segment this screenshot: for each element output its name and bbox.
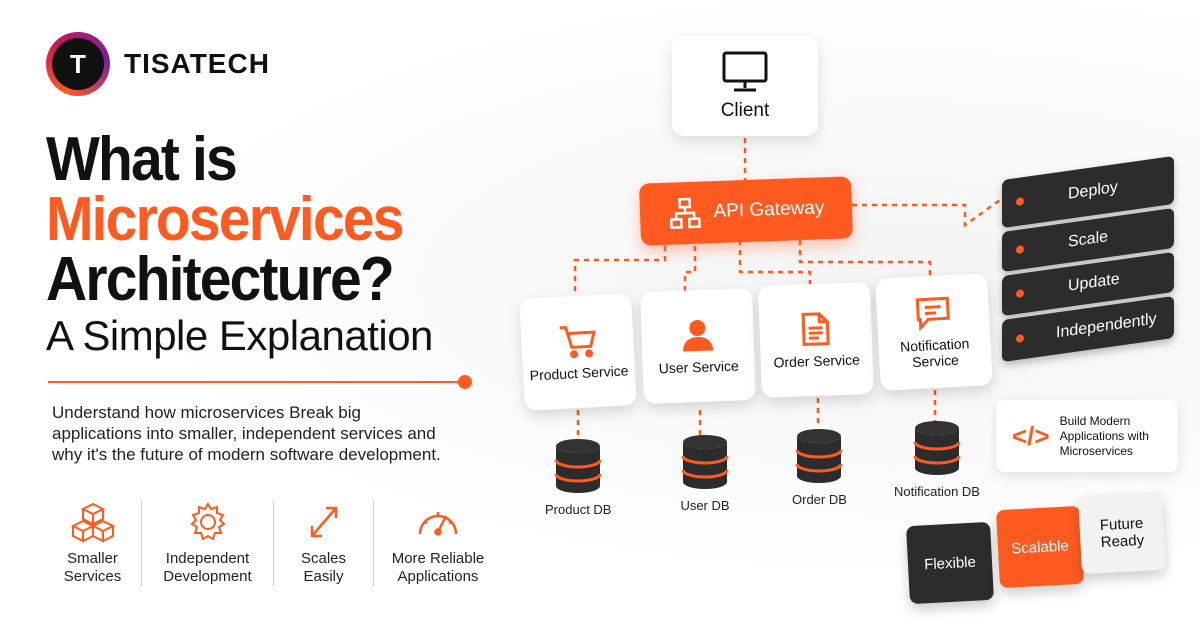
description: Understand how microservices Break big a…: [52, 403, 441, 464]
brand-name: TISATECH: [124, 48, 270, 79]
gear-icon: [189, 502, 226, 541]
service-notification: Notification Service: [875, 273, 993, 391]
cubes-icon: [70, 502, 115, 543]
cube-flexible: Flexible: [906, 521, 994, 605]
database-icon: [554, 439, 602, 493]
benefits-row: Smaller Services Independent Development…: [44, 500, 502, 586]
database-icon: [681, 435, 729, 489]
db-label: Notification DB: [894, 484, 980, 499]
stack-label: Scale: [1068, 228, 1109, 251]
divider-dot: [458, 375, 472, 389]
database-icon: [913, 421, 961, 475]
network-icon: [669, 197, 701, 229]
cube-scalable: Scalable: [996, 505, 1084, 589]
cube-future-ready: Future Ready: [1078, 491, 1166, 575]
service-label: Product Service: [529, 362, 629, 384]
db-label: Product DB: [545, 502, 612, 517]
headline-line-1: What is: [46, 125, 238, 194]
user-icon: [683, 320, 714, 352]
brand-logo: T TISATECH: [46, 32, 270, 96]
service-product: Product Service: [519, 293, 637, 411]
database-icon: [795, 429, 843, 483]
gauge-icon: [418, 512, 458, 536]
benefit-independent-development: Independent Development: [142, 500, 274, 586]
build-modern-callout: </> Build Modern Applications with Micro…: [996, 400, 1178, 472]
cart-icon: [559, 326, 596, 359]
client-label: Client: [720, 100, 770, 121]
status-dot: [1016, 244, 1024, 255]
status-dot: [1016, 333, 1024, 344]
headline-line-2: Microservices: [46, 185, 404, 254]
stack-label: Update: [1068, 270, 1120, 295]
headline: What is Microservices Architecture? A Si…: [46, 125, 434, 360]
logo-badge: T: [46, 32, 110, 96]
divider-line: [48, 381, 464, 383]
benefit-label: Scales Easily: [300, 550, 347, 585]
monitor-icon: [722, 51, 768, 92]
expand-arrows-icon: [310, 506, 337, 538]
db-notification: Notification DB: [894, 420, 980, 499]
headline-subtitle: A Simple Explanation: [46, 312, 433, 359]
service-label: User Service: [658, 357, 740, 377]
headline-line-3: Architecture?: [46, 245, 395, 314]
service-user: User Service: [640, 288, 756, 404]
benefit-label: Independent Development: [163, 550, 252, 585]
benefit-label: More Reliable Applications: [391, 550, 485, 585]
service-label: Order Service: [773, 351, 861, 371]
client-node: Client: [672, 36, 818, 136]
benefit-smaller-services: Smaller Services: [44, 500, 142, 586]
db-user: User DB: [678, 434, 732, 513]
logo-initial: T: [52, 38, 104, 90]
api-gateway-node: API Gateway: [638, 176, 854, 246]
service-order: Order Service: [758, 282, 874, 398]
chat-icon: [915, 296, 950, 332]
benefit-scales-easily: Scales Easily: [274, 500, 374, 586]
deploy-stack: Deploy Scale Update Independently: [1002, 155, 1174, 363]
document-icon: [801, 312, 830, 346]
db-label: Order DB: [792, 492, 847, 507]
benefit-label: Smaller Services: [63, 550, 122, 585]
db-label: User DB: [680, 498, 730, 513]
db-product: Product DB: [545, 438, 611, 517]
cube-label: Flexible: [923, 553, 977, 573]
status-dot: [1016, 196, 1024, 207]
stack-label: Independently: [1056, 310, 1157, 342]
gateway-label: API Gateway: [713, 197, 825, 223]
cube-label: Future Ready: [1099, 514, 1145, 552]
cube-label: Scalable: [1010, 537, 1070, 557]
db-order: Order DB: [792, 428, 847, 507]
code-icon: </>: [1012, 420, 1050, 451]
benefit-more-reliable: More Reliable Applications: [374, 500, 502, 586]
stack-label: Deploy: [1068, 178, 1118, 203]
status-dot: [1016, 288, 1024, 299]
callout-text: Build Modern Applications with Microserv…: [1059, 413, 1149, 458]
service-label: Notification Service: [899, 335, 970, 371]
